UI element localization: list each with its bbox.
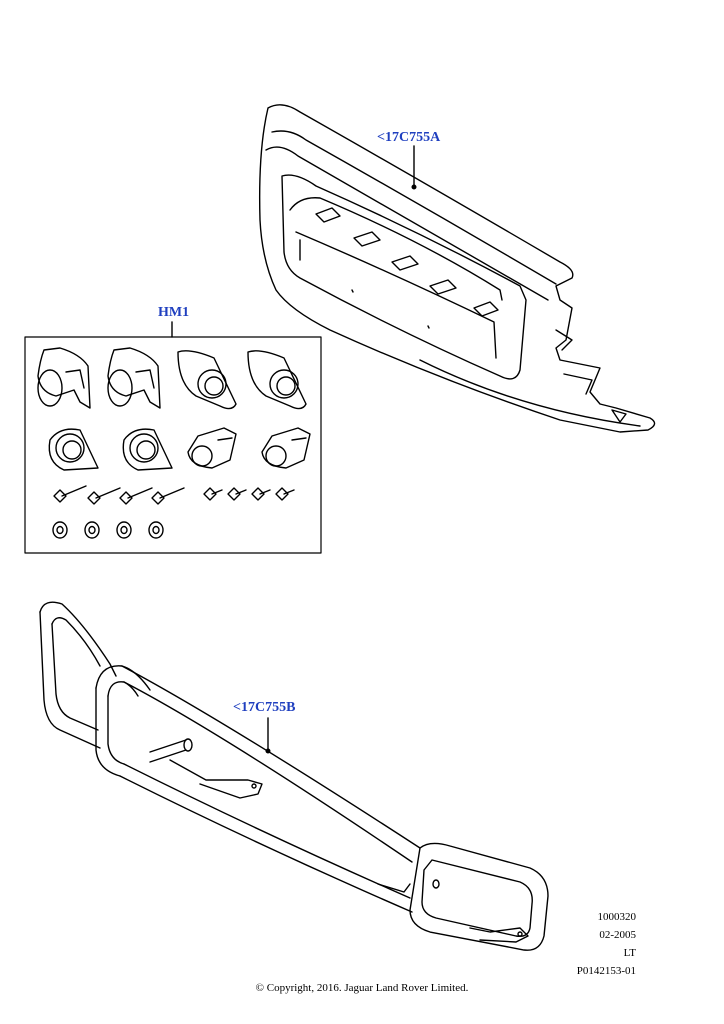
callout-bumper-part[interactable]: <17C755A bbox=[377, 130, 441, 145]
sensor-mounts bbox=[187, 427, 311, 469]
callout-sensor-kit[interactable]: HM1 bbox=[158, 305, 190, 320]
reference-date: 02-2005 bbox=[599, 929, 636, 941]
callout-nudge-bar-part[interactable]: <17C755B bbox=[233, 700, 296, 715]
reference-model: LT bbox=[623, 947, 636, 959]
reference-code: 1000320 bbox=[597, 911, 637, 923]
nudge-bar-illustration bbox=[39, 601, 549, 951]
copyright-notice: © Copyright, 2016. Jaguar Land Rover Lim… bbox=[255, 982, 469, 994]
sensor-housing-clips bbox=[37, 347, 161, 409]
sensor-kit-box bbox=[24, 321, 322, 554]
front-bumper-illustration bbox=[258, 104, 656, 433]
sensor-bezels bbox=[177, 350, 307, 410]
screws bbox=[53, 485, 295, 505]
reference-illustration-id: P0142153-01 bbox=[576, 965, 636, 977]
reference-block: 1000320 02-2005 LT P0142153-01 bbox=[577, 908, 636, 980]
washers bbox=[52, 521, 164, 539]
sensor-rings bbox=[48, 428, 173, 471]
